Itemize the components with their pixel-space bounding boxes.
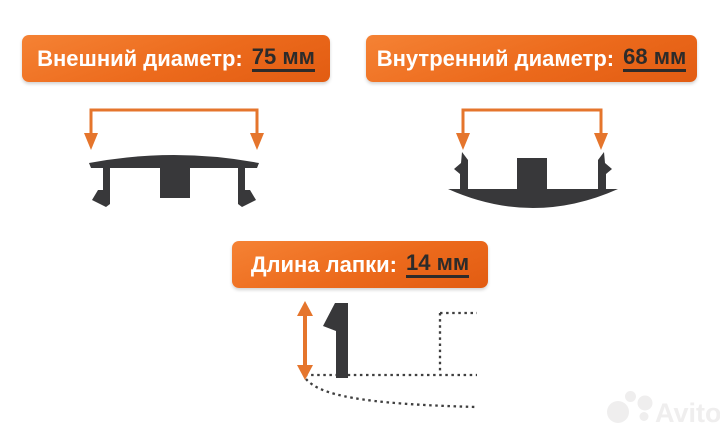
watermark-brand-text: Avito: [655, 398, 720, 428]
inner-diameter-diagram: [448, 108, 618, 208]
outer-diameter-diagram: [84, 108, 264, 207]
dashed-cap-outline: [305, 311, 478, 409]
dimension-bracket: [89, 108, 259, 136]
leg-length-diagram: [297, 301, 478, 409]
inverted-cap-shape: [448, 152, 618, 208]
leg-length-value: 14 мм: [406, 251, 470, 278]
outer-diameter-value: 75 мм: [251, 45, 315, 72]
cap-cross-section-shape: [89, 155, 259, 207]
avito-circles-logo-icon: Avito: [607, 391, 720, 428]
inner-diameter-value: 68 мм: [623, 45, 687, 72]
down-arrow-icon: [456, 133, 608, 150]
inner-diameter-callout: Внутренний диаметр: 68 мм: [366, 35, 697, 82]
down-arrow-icon: [84, 133, 264, 150]
vertical-double-arrow-icon: [297, 301, 313, 380]
outer-diameter-label: Внешний диаметр:: [37, 45, 243, 71]
dimension-bracket: [461, 108, 603, 136]
leg-shape: [323, 303, 348, 378]
leg-length-label: Длина лапки:: [250, 251, 398, 277]
leg-length-callout: Длина лапки: 14 мм: [232, 241, 488, 288]
outer-diameter-callout: Внешний диаметр: 75 мм: [22, 35, 330, 82]
watermark: Avito: [607, 391, 720, 428]
inner-diameter-label: Внутренний диаметр:: [376, 45, 615, 71]
